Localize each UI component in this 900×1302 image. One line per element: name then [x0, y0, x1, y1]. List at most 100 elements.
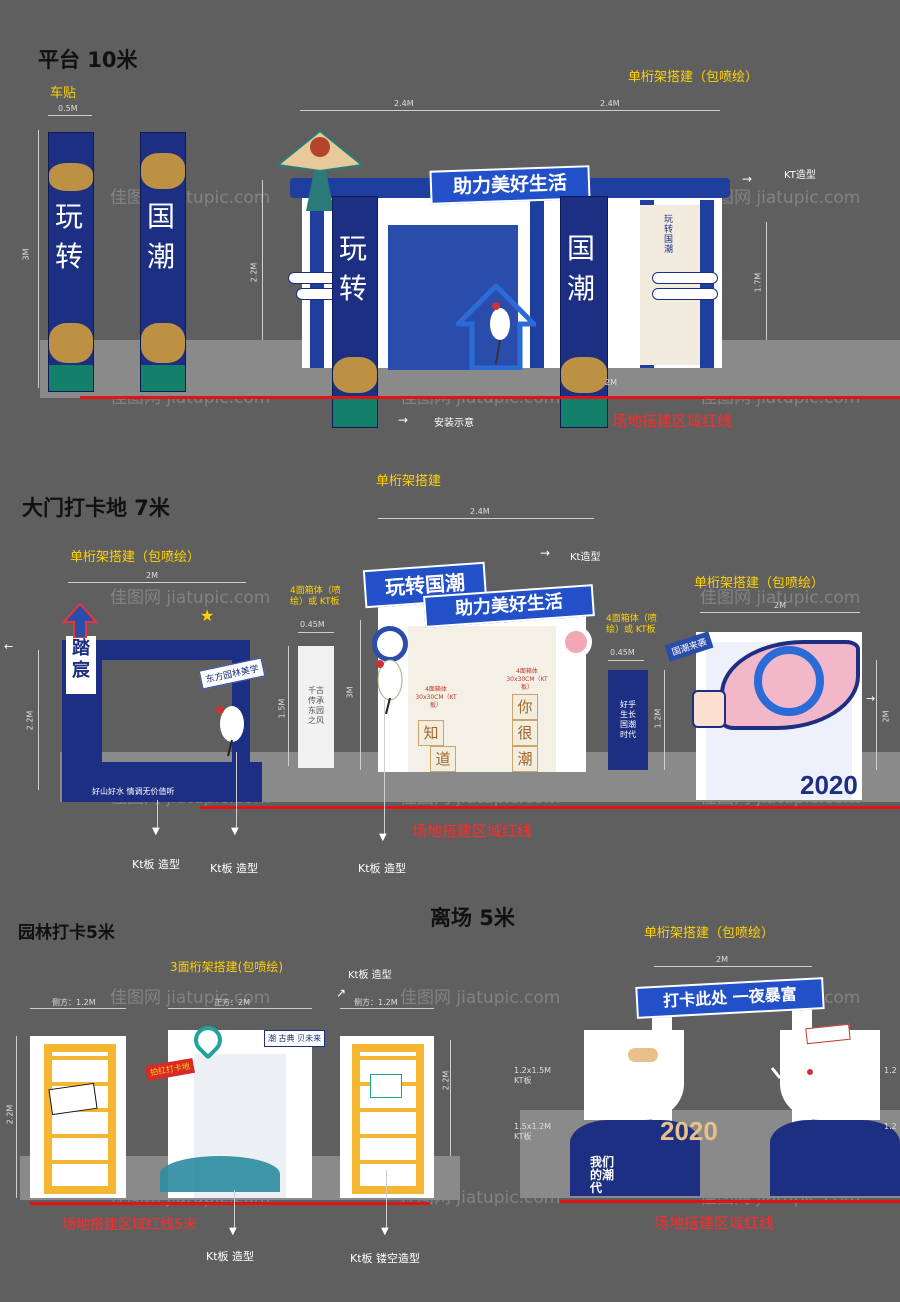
- crane-house-icon: [456, 284, 536, 370]
- install-label: 安装示意: [434, 418, 474, 429]
- door-grid: [52, 1052, 108, 1186]
- truss-right-label: 单桁架搭建（包喷绘）: [694, 576, 825, 591]
- dim-width: 2.4M: [600, 99, 620, 108]
- pointer-line: [386, 1170, 387, 1230]
- cloud-pattern: [49, 163, 93, 191]
- red-boundary-line: [80, 396, 900, 399]
- dim-line: [450, 1040, 451, 1170]
- dim-line: [300, 110, 720, 111]
- dim-height: 2.2M: [441, 1070, 451, 1091]
- kt-label: Kt板 造型: [132, 858, 181, 871]
- truss-stripe: [700, 200, 714, 368]
- dim-line: [16, 1036, 17, 1198]
- pillar-text: 国潮: [567, 232, 596, 305]
- redline-label: 场地搭建区域红线: [654, 1214, 775, 1232]
- dim-height: 2.2M: [5, 1104, 15, 1125]
- red-boundary-line: [30, 1202, 430, 1205]
- kite-icon: [275, 129, 365, 211]
- dim-line: [700, 612, 860, 613]
- door-grid: [360, 1052, 416, 1186]
- dim-line: [340, 1008, 434, 1009]
- section3-title: 园林打卡5米: [18, 923, 115, 943]
- dim-line: [30, 1008, 126, 1009]
- crane-icon: [376, 659, 403, 714]
- truss-label: 单桁架搭建（包喷绘）: [644, 926, 775, 941]
- arrow-right-icon: →: [398, 413, 409, 427]
- dim-line: [608, 660, 644, 661]
- kt-size-label: 1.5x1.2M KT板: [514, 1122, 552, 1141]
- dim-line: [378, 518, 594, 519]
- kt-shape-label: Kt造型: [570, 552, 601, 563]
- hand-icon: [692, 690, 726, 728]
- redline-label: 场地搭建区域红线: [612, 412, 733, 430]
- arch-post-right: [556, 596, 586, 772]
- tag-right: 潮 古典 贝未来: [264, 1030, 326, 1047]
- box4-right-label: 4面箱体（喷绘）或 KT板: [606, 614, 657, 635]
- watermark: 佳图网 jiatupic.com: [110, 588, 271, 608]
- mountain-left: [570, 1120, 700, 1196]
- tower-text: 好乎生长 国潮时代: [620, 700, 636, 739]
- kt-shape-label: KT造型: [784, 170, 816, 181]
- mountain-right: [770, 1120, 900, 1196]
- skyline-text: 好山好水 情调无价值听: [92, 787, 175, 796]
- eye-iris-ring: [754, 646, 824, 716]
- cloud-pattern: [561, 357, 607, 393]
- box-char: 你: [512, 694, 538, 720]
- right-panel: 玩转国潮: [640, 205, 700, 365]
- left-sign: 踏宸: [66, 636, 96, 694]
- dim-height: 2.2M: [249, 262, 259, 283]
- box-char: 很: [512, 720, 538, 746]
- year-label: 2020: [660, 1116, 718, 1146]
- dim-line: [68, 582, 246, 583]
- arrow-right-icon: →: [540, 546, 551, 560]
- speech-bubble: [652, 288, 718, 300]
- frame-top-beam: [62, 640, 250, 660]
- star-icon: ★: [200, 606, 215, 625]
- crane-icon: [770, 1067, 813, 1088]
- kt-panel-left: [584, 1030, 684, 1120]
- red-boundary-line: [200, 806, 900, 809]
- pointer-line: [384, 700, 385, 836]
- dim-line: [262, 180, 263, 380]
- kt-label: Kt板 镂空造型: [350, 1252, 421, 1265]
- arrow-right-icon: →: [866, 692, 876, 705]
- dim-width: 2.4M: [470, 507, 490, 516]
- dim-width: 0.45M: [610, 648, 635, 657]
- section4-title: 离场 5米: [430, 906, 515, 930]
- dim-height: 1.2M: [653, 708, 663, 729]
- box-char: 潮: [512, 746, 538, 772]
- crane-icon: [216, 706, 244, 756]
- frame-post-right: [286, 1030, 312, 1198]
- cloud-pattern: [49, 323, 93, 363]
- arrow-down-icon: ▼: [231, 826, 239, 837]
- dim-height: 2M: [881, 710, 891, 723]
- wave-pattern: [561, 397, 607, 427]
- box-note: 4面箱体 30x30CM（KT板）: [506, 668, 548, 691]
- dim-line: [664, 670, 665, 770]
- pillar-text: 玩转: [55, 200, 84, 273]
- box4-left-label: 4面箱体（喷绘）或 KT板: [290, 586, 341, 607]
- arrow-down-icon: ▼: [381, 1226, 389, 1237]
- dim-width: 0.5M: [58, 104, 78, 113]
- slogan: 我们的潮代: [590, 1155, 615, 1195]
- dim-line: [360, 620, 361, 770]
- watermark: 佳图网 jiatupic.com: [700, 188, 861, 208]
- redline-label: 场地搭建区域红线5米: [62, 1217, 197, 1233]
- dim-line: [766, 222, 767, 362]
- dim-width: 2M: [605, 378, 617, 387]
- front-pillar-right: 国潮: [560, 196, 608, 428]
- dim-width: 2M: [716, 955, 728, 964]
- box-note: 4面箱体 30x30CM（KT板）: [415, 686, 457, 709]
- dim-line: [876, 660, 877, 770]
- dim-width: 2M: [146, 571, 158, 580]
- car-sticker-label: 车贴: [50, 86, 77, 101]
- dim-line: [168, 1008, 312, 1009]
- tower-text: 千古传承 东园之风: [308, 686, 324, 725]
- truss-top-label: 单桁架搭建: [376, 474, 442, 489]
- dim-width: 2M: [774, 601, 786, 610]
- box-char: 知: [418, 720, 444, 746]
- red-boundary-line: [560, 1200, 900, 1203]
- truss-label: 单桁架搭建（包喷绘）: [628, 70, 759, 85]
- pointer-line: [157, 800, 158, 830]
- pillar-text: 玩转: [339, 232, 368, 305]
